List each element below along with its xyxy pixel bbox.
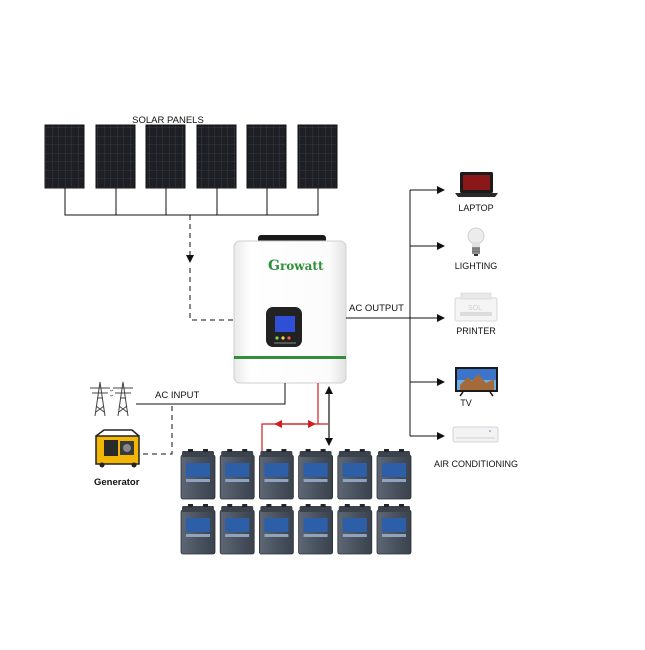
inverter-brand-logo: Growatt (268, 258, 324, 274)
laptop-icon (455, 172, 498, 197)
battery-10 (298, 504, 334, 555)
pv-dashed-link (186, 215, 234, 321)
battery-5 (337, 449, 373, 500)
air-conditioner-icon (452, 426, 499, 443)
generator-label: Generator (94, 477, 140, 488)
inverter (233, 235, 347, 384)
printer-icon: SOL (454, 292, 498, 322)
battery-7 (180, 504, 216, 555)
ac-output-bus (346, 186, 445, 440)
ac-input-label: AC INPUT (155, 390, 200, 401)
battery-link-red (261, 383, 328, 452)
solar-panel-3 (145, 124, 186, 189)
battery-1 (180, 449, 216, 500)
tv-icon (455, 367, 498, 397)
battery-6 (376, 449, 412, 500)
panel-wiring (64, 188, 319, 216)
inverter-lcd (275, 316, 295, 332)
appliance-label-printer: PRINTER (456, 326, 496, 336)
generator-icon (95, 429, 140, 468)
solar-panel-1 (44, 124, 85, 189)
battery-2 (219, 449, 255, 500)
battery-9 (258, 504, 294, 555)
solar-panel-array (44, 124, 338, 189)
battery-3 (258, 449, 294, 500)
solar-panel-2 (95, 124, 136, 189)
ac-output-label: AC OUTPUT (349, 303, 404, 314)
solar-panel-6 (297, 124, 338, 189)
grid-tower-icon (90, 381, 133, 417)
solar-panel-5 (246, 124, 287, 189)
battery-4 (298, 449, 334, 500)
battery-bank (180, 449, 412, 555)
appliance-label-tv: TV (460, 398, 472, 408)
appliance-label-air-conditioning: AIR CONDITIONING (434, 459, 518, 469)
battery-8 (219, 504, 255, 555)
generator-dashed-link (143, 404, 173, 455)
printer-screen-text: SOL (468, 305, 482, 312)
appliance-label-laptop: LAPTOP (458, 203, 493, 213)
battery-11 (337, 504, 373, 555)
battery-12 (376, 504, 412, 555)
inverter-green-stripe (234, 356, 346, 359)
lightbulb-icon (467, 227, 485, 256)
ac-input-line (136, 383, 286, 405)
appliance-label-lighting: LIGHTING (455, 261, 498, 271)
solar-panel-4 (196, 124, 237, 189)
solar-panels-label: SOLAR PANELS (132, 115, 204, 126)
